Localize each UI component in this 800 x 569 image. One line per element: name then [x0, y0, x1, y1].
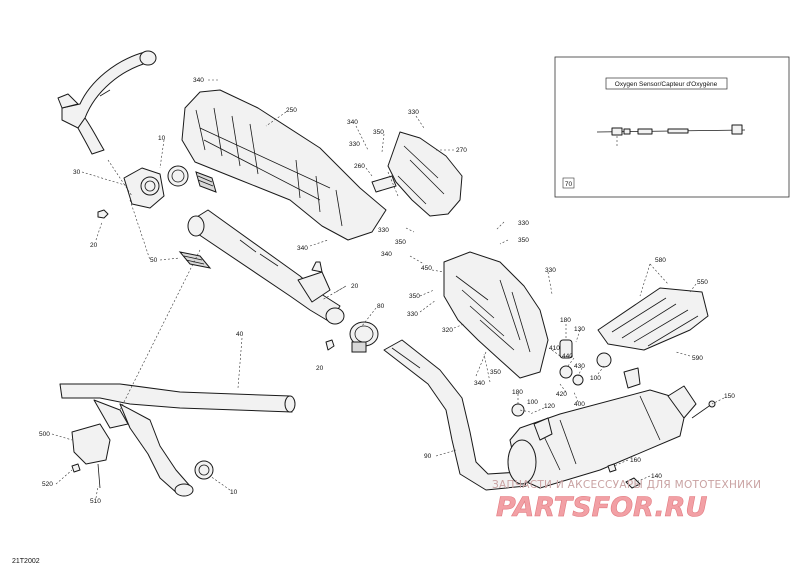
- watermark: ЗАПЧАСТИ И АКСЕССУАРЫ ДЛЯ МОТОТЕХНИКИ PA…: [492, 479, 761, 523]
- clamp-80: [349, 321, 379, 353]
- callout-320: 320: [442, 327, 453, 334]
- inset-title: Oxygen Sensor/Capteur d'Oxygène: [615, 81, 718, 88]
- callout-350: 350: [490, 369, 501, 376]
- callout-500: 500: [39, 431, 50, 438]
- callout-420: 420: [556, 391, 567, 398]
- bolt-520: [71, 463, 81, 473]
- callout-350: 350: [518, 237, 529, 244]
- flange-elbow-part: [123, 167, 165, 209]
- callout-340: 340: [474, 380, 485, 387]
- bolt-20-left: [97, 209, 109, 219]
- callout-50: 50: [150, 257, 158, 264]
- bracket-260: [371, 175, 397, 193]
- callout-330: 330: [349, 141, 360, 148]
- callout-20: 20: [90, 242, 98, 249]
- mid-pipe-part: [187, 209, 345, 325]
- callout-430: 430: [574, 363, 585, 370]
- grommet-440: [559, 365, 584, 386]
- callout-numbers: 340 250 330 340 350 330 260 270 10 30 20…: [39, 77, 735, 505]
- rubber-mount-100: [596, 352, 612, 368]
- callout-30: 30: [73, 169, 81, 176]
- callout-450: 450: [421, 265, 432, 272]
- callout-340: 340: [193, 77, 204, 84]
- nut-160: [607, 463, 617, 473]
- callout-260: 260: [354, 163, 365, 170]
- callout-350: 350: [373, 129, 384, 136]
- callout-130: 130: [574, 326, 585, 333]
- callout-20: 20: [316, 365, 324, 372]
- bolt-20-mid: [325, 339, 335, 351]
- callout-120: 120: [544, 403, 555, 410]
- callout-70: 70: [565, 181, 573, 188]
- callout-150: 150: [724, 393, 735, 400]
- gasket-10-bottom: [194, 460, 214, 480]
- gasket-10-top: [167, 165, 189, 187]
- callout-180: 180: [560, 317, 571, 324]
- bracket-500: [71, 423, 111, 489]
- heat-shield-250: [181, 89, 387, 241]
- callout-140: 140: [651, 473, 662, 480]
- callout-340: 340: [381, 251, 392, 258]
- header-pipe-30: [57, 50, 157, 155]
- callout-330: 330: [378, 227, 389, 234]
- heat-shield-270: [387, 131, 463, 217]
- callout-330: 330: [408, 109, 419, 116]
- watermark-logo: PARTSFOR.RU: [496, 492, 707, 523]
- callout-100: 100: [527, 399, 538, 406]
- y-pipe-40: [59, 383, 296, 497]
- callout-90: 90: [424, 453, 432, 460]
- callout-250: 250: [286, 107, 297, 114]
- callout-10: 10: [158, 135, 166, 142]
- oxygen-sensor-part: [596, 124, 746, 146]
- callout-160: 160: [630, 457, 641, 464]
- mid-pipe-bracket: [297, 261, 331, 303]
- callout-100: 100: [590, 375, 601, 382]
- callout-340: 340: [347, 119, 358, 126]
- muffler: [507, 367, 697, 489]
- callout-330: 330: [518, 220, 529, 227]
- heat-shield-320: [443, 251, 549, 379]
- oxygen-sensor-inset: Oxygen Sensor/Capteur d'Oxygène 70: [554, 56, 790, 198]
- callout-330: 330: [407, 311, 418, 318]
- washer-140: [625, 477, 641, 489]
- callout-80: 80: [377, 303, 385, 310]
- callout-10: 10: [230, 489, 238, 496]
- heat-shield-550: [597, 287, 709, 351]
- callout-590: 590: [692, 355, 703, 362]
- callout-520: 520: [42, 481, 53, 488]
- callout-580: 580: [655, 257, 666, 264]
- callout-550: 550: [697, 279, 708, 286]
- callout-440: 440: [562, 353, 573, 360]
- callout-20: 20: [351, 283, 359, 290]
- spring-gasket-top: [195, 171, 217, 193]
- leader-lines: [51, 79, 725, 499]
- callout-410: 410: [549, 345, 560, 352]
- callout-270: 270: [456, 147, 467, 154]
- callout-180: 180: [512, 389, 523, 396]
- mount-130: [559, 339, 573, 359]
- callout-350: 350: [409, 293, 420, 300]
- callout-40: 40: [236, 331, 244, 338]
- callout-400: 400: [574, 401, 585, 408]
- callout-330: 330: [545, 267, 556, 274]
- watermark-tagline: ЗАПЧАСТИ И АКСЕССУАРЫ ДЛЯ МОТОТЕХНИКИ: [492, 479, 761, 491]
- callout-350: 350: [395, 239, 406, 246]
- callout-510: 510: [90, 498, 101, 505]
- callout-340: 340: [297, 245, 308, 252]
- mount-180-lower: [511, 403, 525, 417]
- diagram-id: 21T2002: [12, 558, 40, 565]
- spring-gasket-bottom: [178, 251, 212, 269]
